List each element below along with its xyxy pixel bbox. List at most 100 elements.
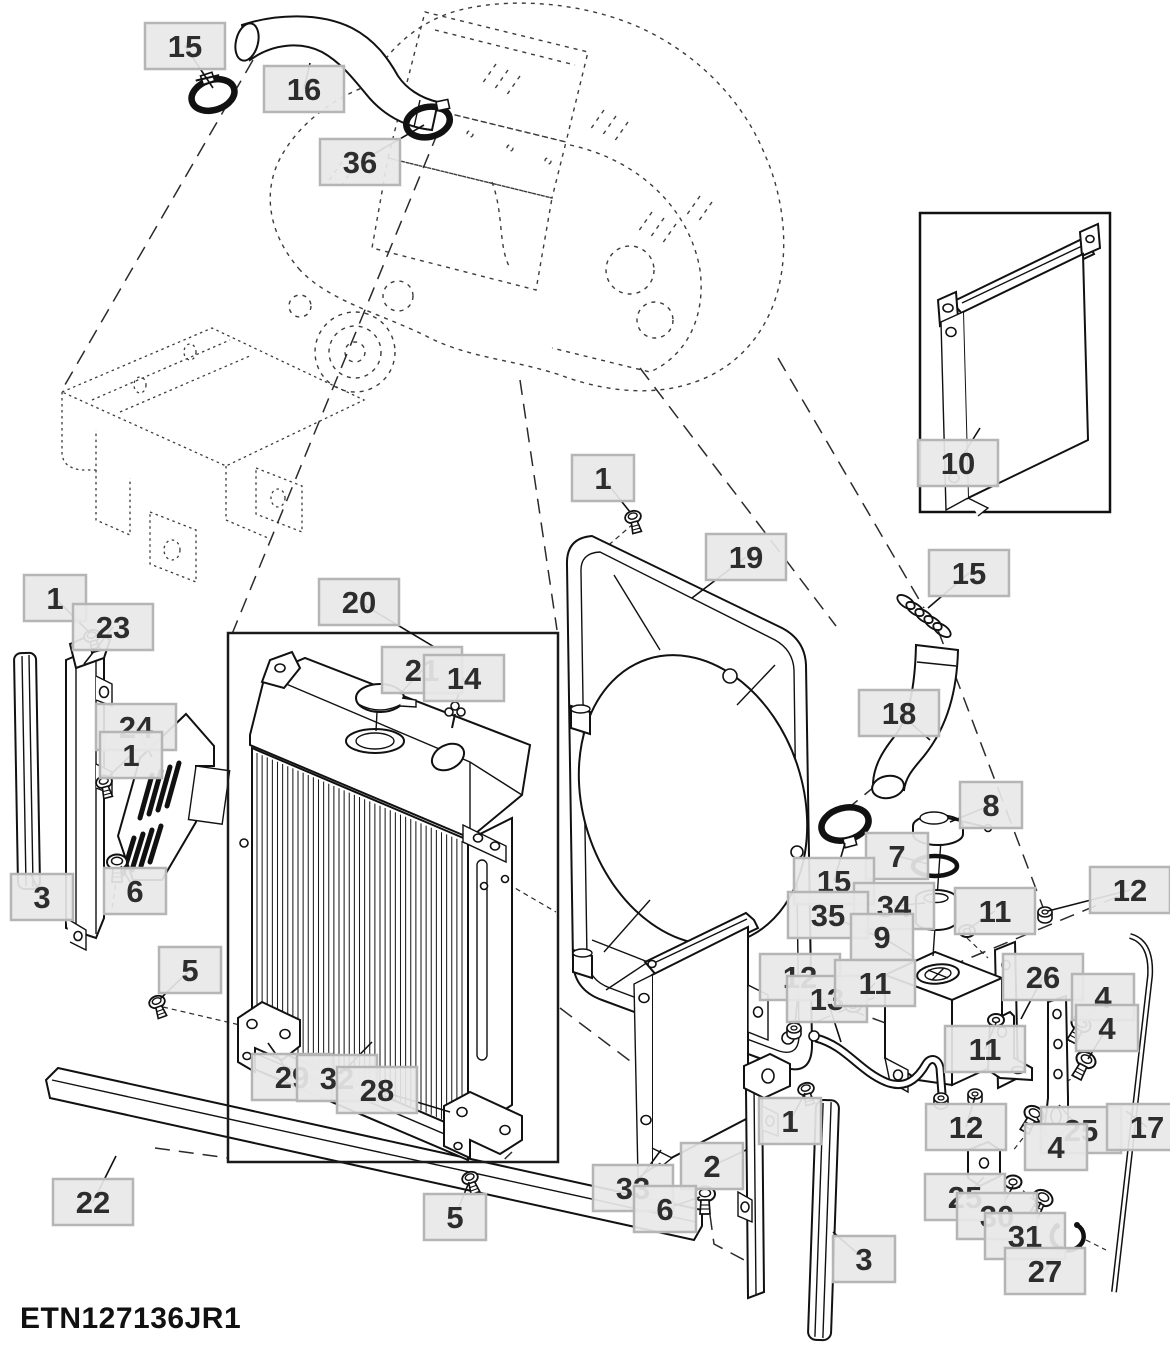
radiator	[239, 650, 532, 1162]
callout-label-5: 5	[446, 1200, 463, 1235]
callout-label-23: 23	[96, 610, 130, 645]
callout-label-18: 18	[882, 696, 916, 731]
callout-box-1	[757, 1096, 823, 1146]
callout-label-7: 7	[888, 839, 905, 874]
callout-box-15	[927, 548, 1011, 598]
callout-box-11	[833, 958, 917, 1008]
callout-label-14: 14	[447, 661, 482, 696]
screw-5a	[146, 992, 171, 1021]
callout-label-17: 17	[1130, 1110, 1164, 1145]
callout-label-6: 6	[656, 1192, 673, 1227]
callout-box-12	[924, 1102, 1008, 1152]
callout-box-10	[916, 438, 1000, 488]
callout-box-22	[51, 1177, 135, 1227]
callout-box-19	[704, 532, 788, 582]
grille-panel-33	[633, 911, 769, 1180]
callout-label-16: 16	[287, 72, 321, 107]
callout-box-18	[857, 688, 941, 738]
callout-label-27: 27	[1028, 1254, 1062, 1289]
callout-label-3: 3	[855, 1242, 872, 1277]
screw-1c	[622, 508, 646, 536]
inset-box	[918, 211, 1112, 517]
callout-label-11: 11	[969, 1032, 1002, 1067]
callout-box-15	[143, 21, 227, 71]
callout-box-27	[1003, 1246, 1087, 1296]
callout-box-11	[953, 886, 1037, 936]
callout-label-1: 1	[594, 461, 611, 496]
frame-ghost	[60, 327, 366, 583]
callout-box-6	[632, 1184, 698, 1234]
bracket-28	[443, 1090, 523, 1160]
overflow-hose-13	[808, 1030, 947, 1095]
callout-box-2	[679, 1141, 745, 1191]
callout-label-11: 11	[979, 894, 1012, 929]
grille-panel-10	[936, 222, 1102, 517]
callout-label-35: 35	[811, 898, 845, 933]
shield-24	[116, 712, 231, 881]
callout-label-28: 28	[360, 1073, 394, 1108]
fan-shroud-19	[565, 534, 814, 1071]
callout-label-12: 12	[1113, 873, 1147, 908]
drawing-number: ETN127136JR1	[20, 1302, 241, 1335]
callout-label-10: 10	[941, 446, 975, 481]
callout-box-8	[958, 780, 1024, 830]
callout-box-1	[98, 730, 164, 780]
callout-label-1: 1	[46, 581, 63, 616]
callout-label-1: 1	[781, 1104, 798, 1139]
radiator-fins	[256, 753, 463, 1128]
callout-box-17	[1105, 1102, 1170, 1152]
callout-label-20: 20	[342, 585, 376, 620]
spring-clamp-15-right	[896, 594, 952, 638]
callout-label-19: 19	[729, 540, 763, 575]
callout-box-3	[9, 872, 75, 922]
callout-box-5	[422, 1192, 488, 1242]
callout-box-36	[318, 137, 402, 187]
callout-box-16	[262, 64, 346, 114]
seal-strip-3-right	[807, 1098, 840, 1342]
radiator-group	[226, 631, 560, 1164]
construction-lines	[61, 59, 1125, 1263]
callout-label-5: 5	[181, 953, 198, 988]
callout-box-12	[1088, 865, 1170, 915]
seal-strip-3-left	[13, 651, 41, 891]
rod-17	[1111, 933, 1154, 1293]
callout-box-20	[317, 577, 401, 627]
callout-label-4: 4	[1047, 1130, 1065, 1165]
callout-label-22: 22	[76, 1185, 110, 1220]
callout-label-6: 6	[126, 874, 143, 909]
grommet-12a	[786, 1022, 802, 1040]
callout-label-15: 15	[168, 29, 202, 64]
callout-label-11: 11	[859, 966, 892, 1001]
callout-box-4	[1074, 1003, 1140, 1053]
callout-box-14	[422, 653, 506, 703]
callout-box-7	[864, 831, 930, 881]
callout-box-3	[831, 1234, 897, 1284]
hose-clamp-15-lower	[818, 804, 872, 849]
callout-box-28	[335, 1065, 419, 1115]
hose-clamp-15-top	[188, 71, 238, 115]
callout-label-26: 26	[1026, 960, 1060, 995]
hose-clamp-36	[403, 98, 453, 141]
grommet-12c	[1037, 906, 1053, 924]
callout-label-1: 1	[122, 738, 139, 773]
bracket-strip-2	[737, 1052, 791, 1300]
callout-label-9: 9	[873, 920, 890, 955]
bolt-4b	[1066, 1047, 1100, 1084]
callout-label-15: 15	[952, 556, 986, 591]
callout-label-8: 8	[982, 788, 999, 823]
engine-ghost	[269, 2, 785, 393]
callout-box-4	[1023, 1122, 1089, 1172]
callout-label-36: 36	[343, 145, 377, 180]
upper-hose-16	[234, 15, 440, 132]
callout-box-1	[570, 453, 636, 503]
callout-box-5	[157, 945, 223, 995]
group-box-20	[226, 631, 560, 1164]
callout-label-4: 4	[1098, 1011, 1116, 1046]
callout-box-11	[943, 1024, 1027, 1074]
callout-label-12: 12	[949, 1110, 983, 1145]
callout-box-23	[71, 602, 155, 652]
callout-box-26	[1001, 952, 1085, 1002]
washer-30	[1003, 1174, 1023, 1190]
